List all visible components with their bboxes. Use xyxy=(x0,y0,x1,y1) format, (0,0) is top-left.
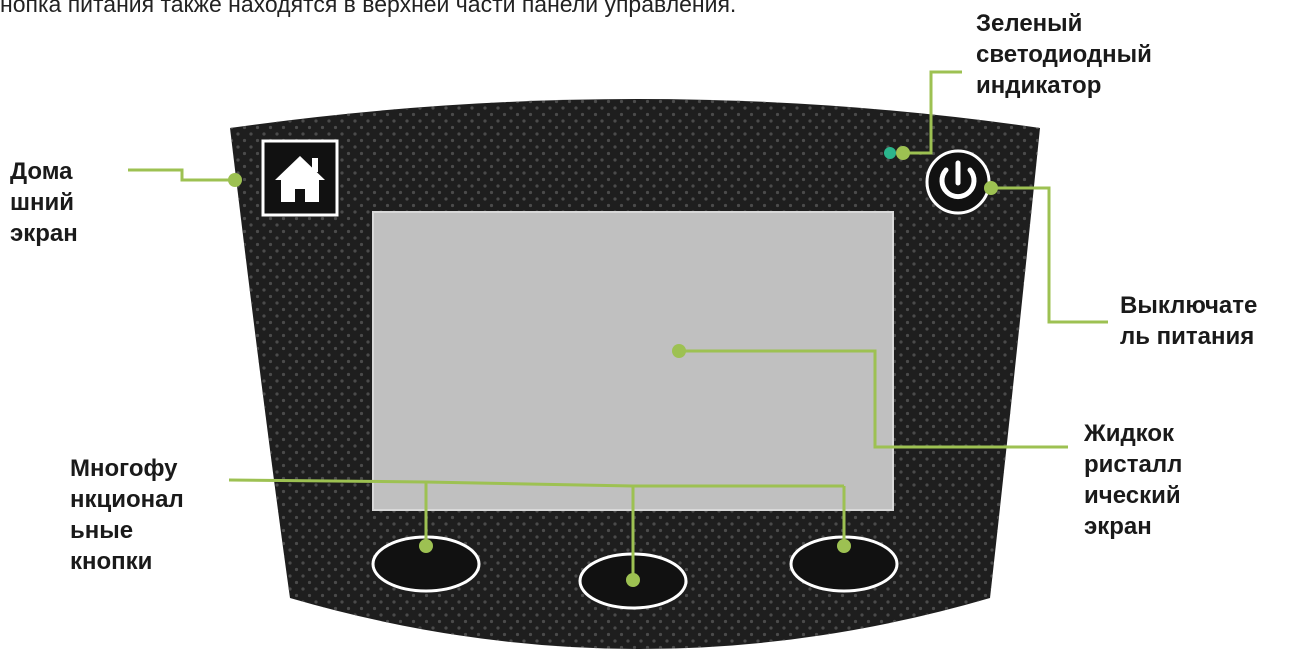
label-multifunction-buttons: Многофу нкционал ьные кнопки xyxy=(70,453,184,577)
label-line: ристалл xyxy=(1084,449,1182,480)
label-line: индикатор xyxy=(976,70,1152,101)
label-line: экран xyxy=(1084,511,1182,542)
label-line: светодиодный xyxy=(976,39,1152,70)
power-icon[interactable] xyxy=(927,151,989,213)
label-line: шний xyxy=(10,187,78,218)
label-line: Зеленый xyxy=(976,8,1152,39)
label-home-screen: Дома шний экран xyxy=(10,156,78,249)
lcd-screen xyxy=(373,212,893,510)
label-power-switch: Выключате ль питания xyxy=(1120,290,1257,352)
label-line: Выключате xyxy=(1120,290,1257,321)
label-line: нкционал xyxy=(70,484,184,515)
label-line: Дома xyxy=(10,156,78,187)
label-green-led: Зеленый светодиодный индикатор xyxy=(976,8,1152,101)
callout-line-home xyxy=(128,170,235,180)
label-line: кнопки xyxy=(70,546,184,577)
label-line: экран xyxy=(10,218,78,249)
label-line: ль питания xyxy=(1120,321,1257,352)
label-line: ический xyxy=(1084,480,1182,511)
label-line: Жидкок xyxy=(1084,418,1182,449)
label-lcd-screen: Жидкок ристалл ический экран xyxy=(1084,418,1182,542)
label-line: Многофу xyxy=(70,453,184,484)
label-line: ьные xyxy=(70,515,184,546)
house-icon[interactable] xyxy=(263,141,337,215)
green-led xyxy=(884,147,896,159)
